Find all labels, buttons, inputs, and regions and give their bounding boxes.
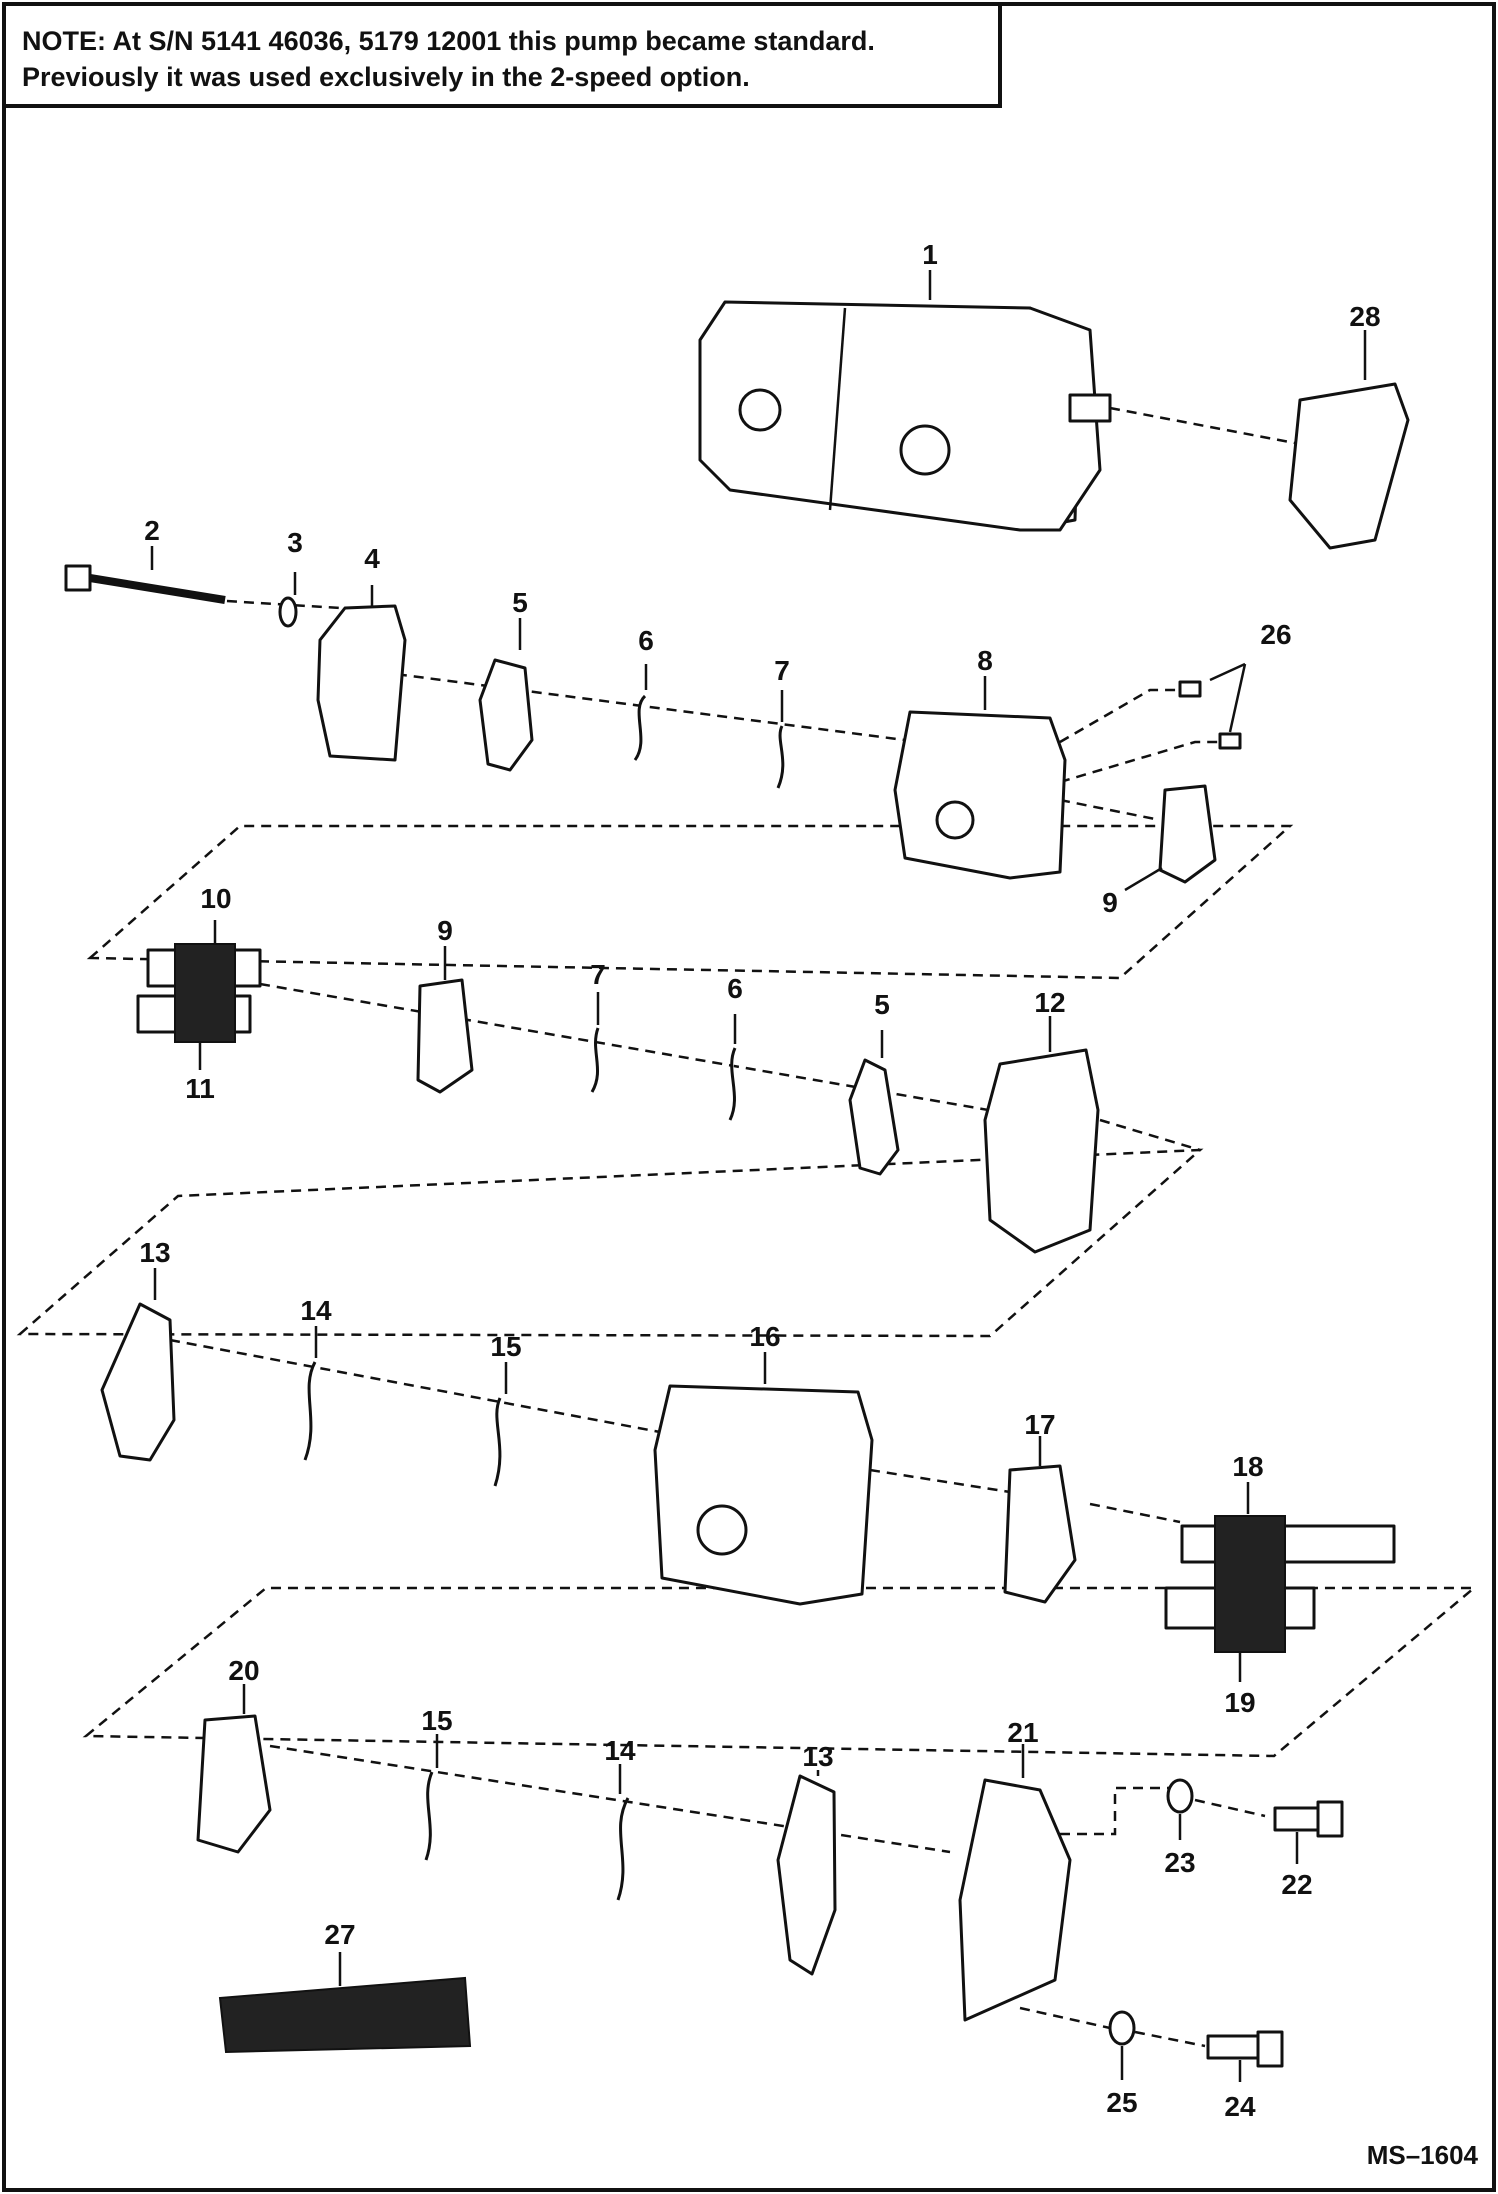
callout-leaders [150,270,1367,2082]
callout-16: 16 [749,1321,780,1352]
axis-lines [169,406,1301,2048]
callout-22: 22 [1281,1869,1312,1900]
callout-14-upper: 14 [300,1295,332,1326]
callout-18: 18 [1232,1451,1263,1482]
part-26-dowel-pin-1 [1178,680,1202,698]
callout-8: 8 [977,645,993,676]
callout-13-lower: 13 [802,1741,833,1772]
callout-27: 27 [324,1919,355,1950]
part-7-protector-upper [776,725,785,789]
callout-11: 11 [185,1073,215,1104]
callout-5-upper: 5 [512,587,528,618]
part-9-bearing-block-upper [1158,784,1217,884]
callout-labels: 1 28 2 3 4 5 6 7 8 26 9 10 11 9 7 6 5 12… [139,239,1380,2122]
part-16-pump-body [653,1384,874,1606]
callout-4: 4 [364,543,380,574]
callout-6-lower: 6 [727,973,743,1004]
part-23-washer [1166,1778,1194,1814]
callout-23: 23 [1164,1847,1195,1878]
part-26-dowel-pin-2 [1218,732,1242,750]
part-2-bolt [64,564,226,604]
callout-14-lower: 14 [604,1735,636,1766]
part-5-seal-lower [848,1058,900,1176]
part-27-decal [218,1976,472,2054]
callout-9-lower: 9 [437,915,453,946]
part-10-11-gear-set [136,943,262,1043]
note-line-1: NOTE: At S/N 5141 46036, 5179 12001 this… [22,26,875,56]
part-20-bearing-block [196,1714,272,1854]
callout-15-upper: 15 [490,1331,521,1362]
part-22-capscrew [1273,1800,1344,1838]
callout-20: 20 [228,1655,259,1686]
part-8-pump-body [893,710,1067,880]
callout-19: 19 [1224,1687,1255,1718]
part-6-backup-ring-upper [633,694,647,761]
callout-7-lower: 7 [590,959,606,990]
callout-15-lower: 15 [421,1705,452,1736]
callout-2: 2 [144,515,160,546]
part-14-backup-ring-upper [303,1361,317,1461]
callout-10: 10 [200,883,231,914]
callout-21: 21 [1007,1717,1038,1748]
part-4-end-cover [316,604,407,762]
part-15-protector-upper [493,1397,502,1487]
callout-25: 25 [1106,2087,1137,2118]
note-line-2: Previously it was used exclusively in th… [22,62,750,92]
callout-7-upper: 7 [774,655,790,686]
part-6-backup-ring-lower [728,1047,737,1121]
callout-6-upper: 6 [638,625,654,656]
part-13-seal-lower [776,1774,837,1976]
callout-28: 28 [1349,301,1380,332]
callout-5-lower: 5 [874,989,890,1020]
callout-13-upper: 13 [139,1237,170,1268]
part-7-protector-lower [590,1027,600,1093]
part-9-bearing-block-lower [416,978,474,1094]
part-13-seal-upper [100,1302,176,1462]
drawing-code: MS–1604 [1367,2140,1479,2170]
part-21-mounting-flange [958,1778,1072,2022]
part-24-capscrew [1206,2030,1284,2068]
callout-12: 12 [1034,987,1065,1018]
part-25-washer [1108,2010,1136,2046]
note-box: NOTE: At S/N 5141 46036, 5179 12001 this… [2,2,1002,108]
part-28-gasket [1288,382,1410,550]
callout-1: 1 [922,239,938,270]
callout-24: 24 [1224,2091,1256,2122]
part-12-end-cover [983,1048,1100,1254]
part-18-19-gear-set [1164,1515,1396,1653]
part-3-washer [278,596,298,628]
part-14-backup-ring-lower [616,1797,630,1901]
callout-3: 3 [287,527,303,558]
part-5-seal-upper [478,658,534,772]
callout-26: 26 [1260,619,1291,650]
part-17-bearing-block [1003,1464,1077,1604]
callout-9-upper: 9 [1102,887,1118,918]
part-1-gear-pump-assembly [698,300,1112,532]
callout-17: 17 [1024,1409,1055,1440]
part-15-protector-lower [424,1771,434,1861]
